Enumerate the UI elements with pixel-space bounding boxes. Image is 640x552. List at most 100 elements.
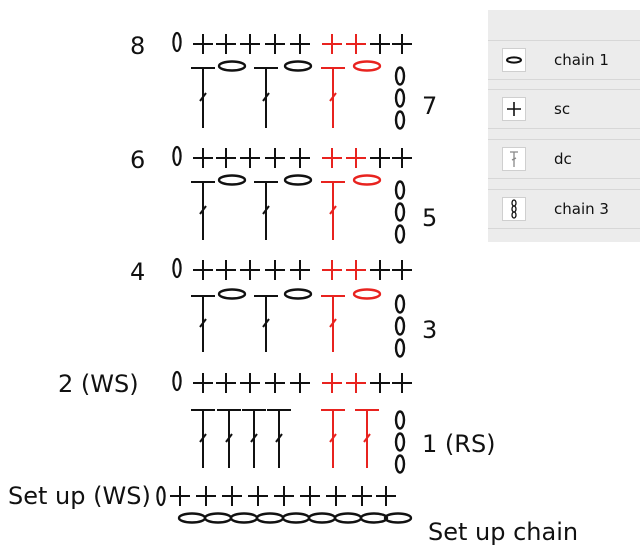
chain-stitch <box>352 60 382 72</box>
chain-stitch <box>333 512 363 524</box>
dc-stitch <box>242 409 266 468</box>
chain-3-stitch <box>394 224 406 244</box>
sc-stitch <box>216 260 236 280</box>
sc-stitch <box>370 260 390 280</box>
sc-stitch <box>376 486 396 506</box>
row-label-5: 5 <box>422 204 438 232</box>
chain-stitch <box>281 512 311 524</box>
chain-stitch <box>283 288 313 300</box>
sc-stitch <box>265 373 285 393</box>
chain-stitch <box>217 174 247 186</box>
sc-stitch <box>196 486 216 506</box>
chain-stitch <box>352 174 382 186</box>
legend-item-sc: sc <box>488 89 640 129</box>
chain-stitch <box>307 512 337 524</box>
sc-stitch <box>216 148 236 168</box>
legend-item-chain-3: chain 3 <box>488 189 640 229</box>
row-label-6: 6 <box>130 146 146 174</box>
chain-stitch <box>352 288 382 300</box>
chain-3-stitch <box>394 202 406 222</box>
sc-stitch <box>170 486 190 506</box>
chain-stitch <box>203 512 233 524</box>
row-label-setup-chain: Set up chain <box>428 518 579 546</box>
sc-stitch <box>265 34 285 54</box>
sc-stitch <box>352 486 372 506</box>
chain-3-stitch <box>394 432 406 452</box>
sc-stitch <box>240 34 260 54</box>
legend-label: sc <box>554 100 571 118</box>
dc-stitch <box>254 295 278 352</box>
chain-3-stitch <box>394 338 406 358</box>
sc-stitch <box>392 148 412 168</box>
sc-stitch <box>322 373 342 393</box>
sc-stitch <box>240 260 260 280</box>
sc-stitch <box>193 260 213 280</box>
sc-stitch <box>290 34 310 54</box>
row-label-4: 4 <box>130 258 146 286</box>
chain-stitch <box>283 60 313 72</box>
sc-stitch <box>346 34 366 54</box>
dc-stitch <box>321 181 345 240</box>
dc-stitch <box>355 409 379 468</box>
legend-panel: chain 1 sc dc chain 3 <box>488 10 640 242</box>
dc-stitch <box>191 181 215 240</box>
dc-stitch <box>321 409 345 468</box>
row-label-3: 3 <box>422 316 438 344</box>
legend-label: dc <box>554 150 572 168</box>
chain-icon <box>502 48 526 72</box>
sc-stitch <box>326 486 346 506</box>
row-label-1: 1 (RS) <box>422 430 496 458</box>
chain-stitch <box>177 512 207 524</box>
sc-stitch <box>216 373 236 393</box>
chain-stitch <box>229 512 259 524</box>
turning-chain <box>172 31 182 53</box>
turning-chain <box>156 485 166 507</box>
sc-stitch <box>265 260 285 280</box>
chain-3-stitch <box>394 110 406 130</box>
chain-stitch <box>359 512 389 524</box>
dc-stitch <box>191 67 215 128</box>
sc-stitch <box>240 373 260 393</box>
sc-stitch <box>290 373 310 393</box>
chain-3-stitch <box>394 316 406 336</box>
sc-stitch <box>322 260 342 280</box>
dc-stitch <box>267 409 291 468</box>
chain-3-stitch <box>394 454 406 474</box>
sc-stitch <box>240 148 260 168</box>
turning-chain <box>172 370 182 392</box>
sc-stitch <box>265 148 285 168</box>
row-label-2: 2 (WS) <box>58 370 139 398</box>
sc-stitch <box>346 148 366 168</box>
sc-stitch <box>370 373 390 393</box>
dc-stitch <box>191 409 215 468</box>
sc-stitch <box>322 34 342 54</box>
sc-stitch <box>193 373 213 393</box>
legend-item-chain-1: chain 1 <box>488 40 640 80</box>
sc-stitch <box>290 148 310 168</box>
chain-3-icon <box>502 197 526 221</box>
dc-icon <box>502 147 526 171</box>
sc-stitch <box>274 486 294 506</box>
chain-stitch <box>217 60 247 72</box>
turning-chain <box>172 145 182 167</box>
dc-stitch <box>321 295 345 352</box>
sc-stitch <box>216 34 236 54</box>
chain-stitch <box>283 174 313 186</box>
chain-3-stitch <box>394 294 406 314</box>
sc-stitch <box>392 34 412 54</box>
sc-stitch <box>193 148 213 168</box>
sc-stitch <box>346 373 366 393</box>
dc-stitch <box>254 67 278 128</box>
chain-stitch <box>255 512 285 524</box>
legend-label: chain 1 <box>554 51 609 69</box>
sc-stitch <box>290 260 310 280</box>
sc-stitch <box>193 34 213 54</box>
dc-stitch <box>217 409 241 468</box>
sc-stitch <box>222 486 242 506</box>
row-label-setup: Set up (WS) <box>8 482 151 510</box>
chain-stitch <box>383 512 413 524</box>
row-label-8: 8 <box>130 32 146 60</box>
dc-stitch <box>191 295 215 352</box>
dc-stitch <box>321 67 345 128</box>
